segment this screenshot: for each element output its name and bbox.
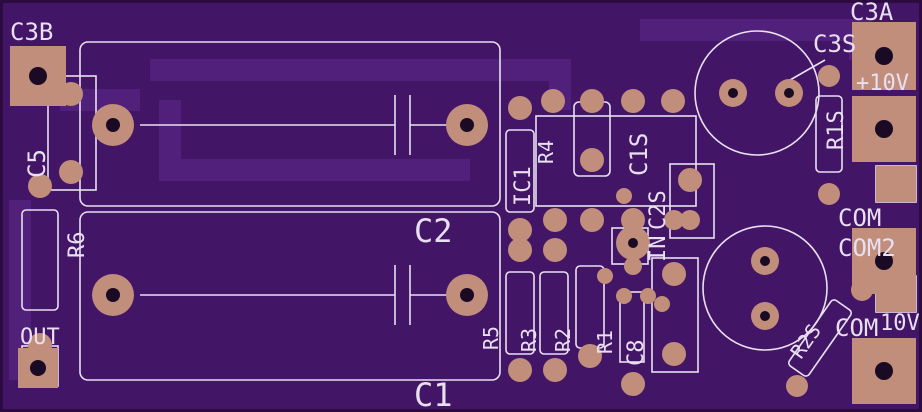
label-out: OUT xyxy=(20,325,60,350)
label-10v-bottom: 10V xyxy=(880,311,920,336)
c3a-outline xyxy=(702,225,828,351)
label-c5: C5 xyxy=(23,149,51,178)
label-c1s: C1S xyxy=(625,133,653,176)
label-c8: C8 xyxy=(624,340,649,367)
label-com3: COM xyxy=(835,314,878,342)
c3s-outline xyxy=(694,30,820,156)
r6-outline xyxy=(21,209,59,311)
label-r1s: R1S xyxy=(824,110,849,150)
label-r5: R5 xyxy=(479,326,503,350)
label-r2s: R2S xyxy=(785,320,825,363)
label-r6: R6 xyxy=(65,232,90,259)
label-com1: COM xyxy=(838,204,881,232)
label-c1: C1 xyxy=(414,376,453,412)
silkscreen-layer xyxy=(21,30,917,387)
label-c2s: C2S xyxy=(646,190,671,230)
label-r4: R4 xyxy=(534,140,558,164)
label-r1: R1 xyxy=(593,330,617,354)
c1s-outline xyxy=(535,115,697,207)
label-com2: COM2 xyxy=(838,234,896,262)
label-in: IN xyxy=(646,236,671,263)
c2-outline xyxy=(79,41,501,207)
label-r2: R2 xyxy=(551,328,575,352)
label-r3: R3 xyxy=(517,328,541,352)
label-c2: C2 xyxy=(414,212,453,250)
label-c3b: C3B xyxy=(10,18,53,46)
label-layer: C3B C3A C3S +10V R1S COM COM2 COM 10V R2… xyxy=(10,0,920,412)
label-c3a: C3A xyxy=(850,0,894,26)
pad-layer xyxy=(10,22,916,404)
label-ic1: IC1 xyxy=(511,166,536,206)
label-c3s: C3S xyxy=(813,30,856,58)
label-plus10v: +10V xyxy=(856,71,909,96)
ic1-outline xyxy=(505,129,535,213)
c1-outline xyxy=(79,211,501,381)
